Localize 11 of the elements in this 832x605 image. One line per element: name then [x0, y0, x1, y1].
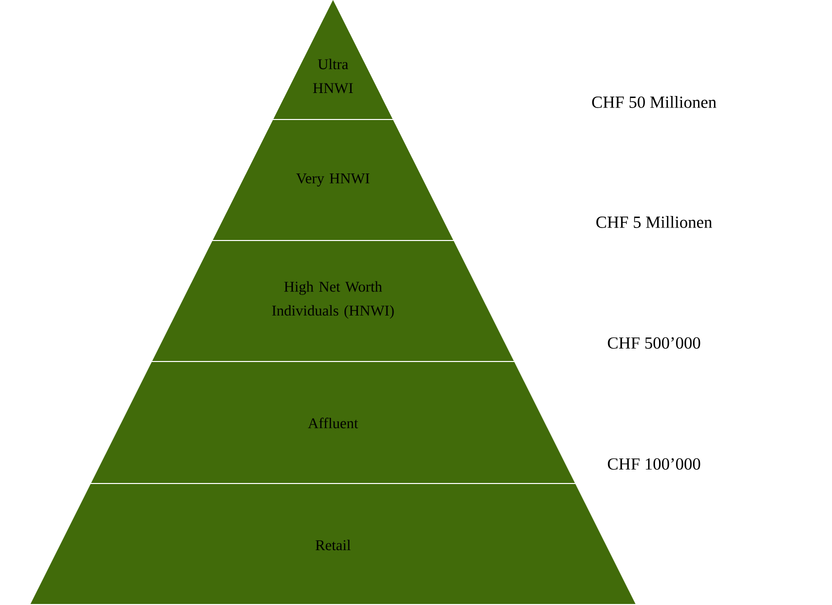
threshold-label: CHF 100’000: [608, 458, 700, 470]
pyramid-band: High Net Worth Individuals (HNWI): [152, 240, 514, 363]
node-label: Affluent: [308, 418, 358, 428]
pyramid-band: Retail: [30, 484, 636, 605]
node-label: Retail: [316, 540, 351, 550]
threshold-label: CHF 50 Millionen: [592, 96, 716, 108]
node-label: High Net Worth Individuals (HNWI): [272, 281, 394, 319]
threshold-label: CHF 5 Millionen: [596, 216, 712, 228]
pyramid-band: Affluent: [90, 362, 576, 485]
pyramid-band: Ultra HNWI: [272, 0, 394, 121]
threshold-label: CHF 500’000: [608, 337, 700, 349]
